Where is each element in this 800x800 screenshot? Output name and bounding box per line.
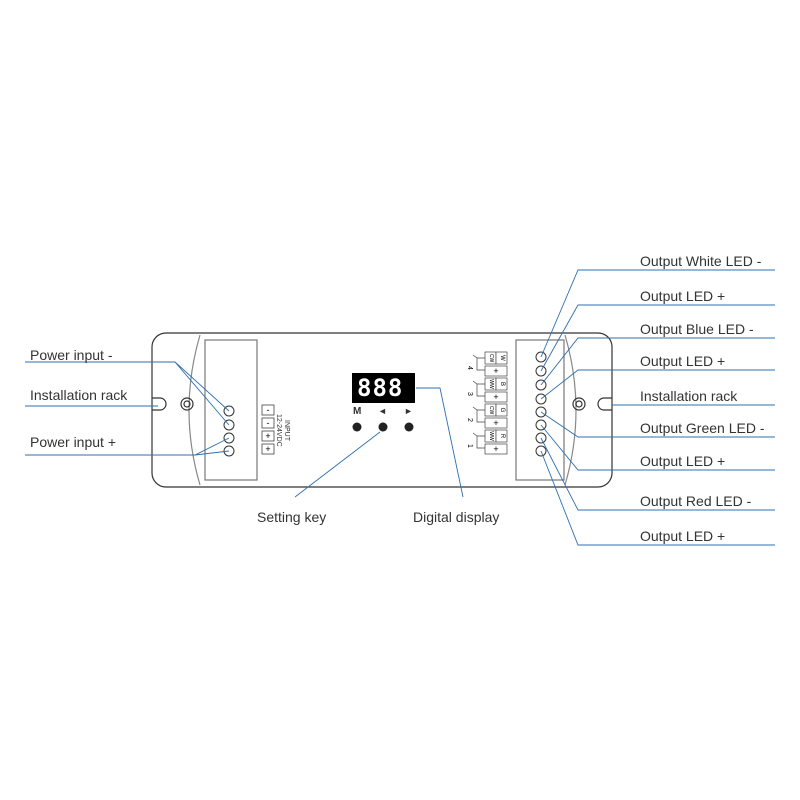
channel-color-box	[495, 377, 508, 391]
input-sign: -	[267, 418, 270, 428]
digital-display-label: Digital display	[413, 509, 500, 525]
key-right-label: ►	[404, 406, 413, 416]
input-sign: +	[265, 431, 270, 441]
setting-key-label: Setting key	[257, 509, 327, 525]
setting-key-button-1[interactable]	[378, 422, 388, 432]
channel-number: 2	[466, 418, 473, 422]
right-label: Output Red LED -	[640, 493, 752, 509]
channel-led-symbol	[472, 406, 485, 423]
channel-type: CW	[488, 406, 494, 415]
setting-key-button-2[interactable]	[404, 422, 414, 432]
setting-key-button-0[interactable]	[352, 422, 362, 432]
right-label: Output Green LED -	[640, 420, 765, 436]
right-terminal-panel	[515, 339, 565, 481]
left-terminal-panel	[204, 339, 258, 481]
channel-plus: +	[493, 444, 498, 454]
callout-line-right	[540, 437, 775, 511]
channel-number: 4	[466, 366, 473, 370]
callout-line-right	[540, 369, 775, 400]
callout-line-right	[540, 411, 775, 438]
callout-line-left	[25, 361, 230, 426]
right-screw-hole	[572, 397, 586, 411]
input-sign-box	[261, 404, 275, 416]
key-m-label: M	[353, 406, 362, 417]
digital-display	[352, 373, 415, 403]
right-label: Output LED +	[640, 528, 726, 544]
left-label: Installation rack	[30, 387, 128, 403]
input-sign: -	[267, 405, 270, 415]
callout-line-right	[540, 269, 775, 358]
channel-plus-box	[484, 391, 508, 403]
channel-number: 3	[466, 392, 473, 396]
left-screw-hole	[180, 397, 194, 411]
input-title: INPUT	[283, 420, 290, 441]
channel-plus: +	[493, 418, 498, 428]
channel-led-symbol	[472, 432, 485, 449]
input-sign-box	[261, 430, 275, 442]
callout-line-right	[540, 337, 775, 386]
input-sign-box	[261, 443, 275, 455]
right-mount-notch	[597, 397, 612, 411]
channel-led-symbol	[472, 380, 485, 397]
channel-color: G	[499, 408, 505, 413]
channel-color: W	[499, 355, 505, 361]
digital-display-callout	[416, 387, 464, 498]
left-label: Power input +	[30, 434, 116, 450]
channel-color-box	[495, 403, 508, 417]
right-label: Output Blue LED -	[640, 321, 754, 337]
channel-type: WW	[488, 379, 494, 389]
channel-number: 1	[466, 444, 473, 448]
right-label: Output LED +	[640, 353, 726, 369]
right-label: Output LED +	[640, 453, 726, 469]
channel-led-symbol	[472, 354, 485, 371]
callout-line-right	[540, 304, 775, 372]
right-label: Installation rack	[640, 388, 738, 404]
right-end-curve	[564, 334, 577, 486]
channel-plus: +	[493, 366, 498, 376]
channel-color-box	[495, 429, 508, 443]
channel-color-box	[495, 351, 508, 365]
channel-plus-box	[484, 365, 508, 377]
key-left-label: ◄	[378, 406, 387, 416]
left-screw-hole-inner	[183, 400, 191, 408]
input-sign-box	[261, 417, 275, 429]
channel-color: R	[499, 434, 505, 439]
left-end-curve	[188, 334, 201, 486]
channel-color: B	[499, 382, 505, 386]
right-label: Output White LED -	[640, 253, 762, 269]
input-sign: +	[265, 444, 270, 454]
callout-line-right	[540, 450, 775, 546]
left-label: Power input -	[30, 347, 113, 363]
setting-key-callout	[294, 431, 381, 498]
left-mount-notch	[152, 397, 167, 411]
channel-type: CW	[488, 354, 494, 363]
channel-plus-box	[484, 443, 508, 455]
callout-line-left	[25, 437, 230, 456]
right-screw-hole-inner	[575, 400, 583, 408]
channel-type: WW	[488, 431, 494, 441]
input-voltage: 12-24VDC	[275, 414, 282, 447]
display-digits: 888	[357, 374, 404, 402]
callout-line-right	[540, 424, 775, 471]
channel-plus: +	[493, 392, 498, 402]
channel-plus-box	[484, 417, 508, 429]
right-label: Output LED +	[640, 288, 726, 304]
